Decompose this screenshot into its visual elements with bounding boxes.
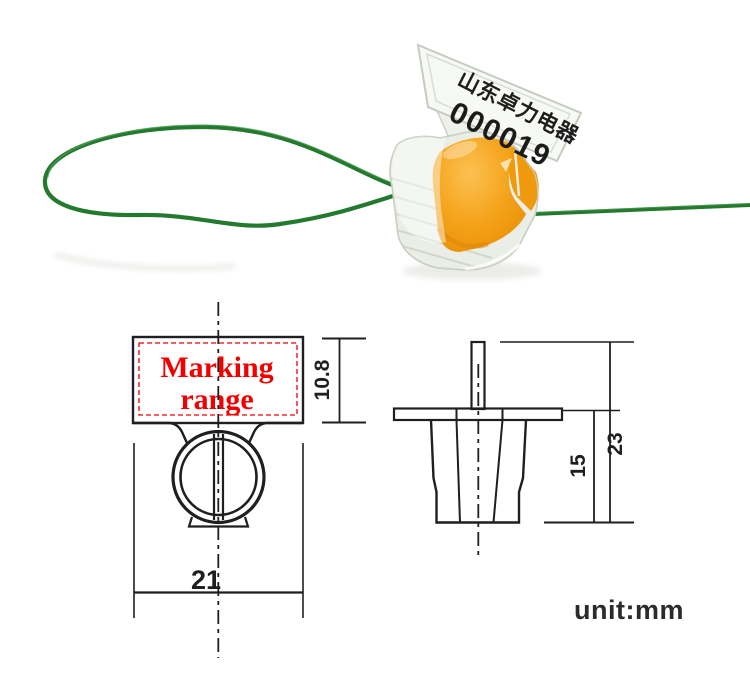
dim-15-value: 15 [567, 454, 590, 478]
front-shoulder-left [133, 421, 189, 444]
shell-left [392, 133, 446, 244]
wire-shadow [54, 252, 236, 272]
rotor-seam [513, 149, 521, 197]
dimension-diagram: Marking range 10.8 21 [131, 302, 684, 658]
wire-exit [532, 203, 750, 216]
rotor-bottom-shade [436, 226, 489, 249]
label-plate-inner-rim [426, 52, 572, 153]
wire-exit-highlight [533, 203, 750, 213]
label-plate [416, 43, 583, 163]
dim-10-8-value: 10.8 [311, 359, 334, 400]
side-view: 23 15 [392, 340, 634, 556]
front-body-outer-circle [171, 429, 266, 525]
dim-10-8: 10.8 [311, 337, 366, 424]
dim-23-value: 23 [604, 432, 627, 455]
dim-23: 23 [500, 341, 634, 523]
side-inner-cone-left [455, 408, 461, 523]
marking-range-line2: range [180, 383, 253, 416]
front-view: Marking range 10.8 21 [131, 302, 366, 658]
dim-21-value: 21 [191, 565, 221, 595]
front-body-inner-circle [179, 437, 258, 517]
side-body [429, 419, 528, 524]
shell-bottom-highlight [464, 242, 522, 271]
dim-21: 21 [133, 443, 304, 618]
side-inner-cone-right [492, 408, 504, 523]
front-shoulder-right [247, 421, 303, 444]
dim-15: 15 [563, 409, 620, 523]
marking-range-line1: Marking [160, 351, 273, 384]
rotor-highlight [442, 140, 478, 160]
unit-label: unit:mm [574, 595, 684, 625]
wire-loop [42, 124, 407, 228]
rotor-glint [500, 158, 512, 172]
product-photo: 山东卓力电器 000019 [42, 43, 750, 280]
wire-loop-highlight [47, 124, 405, 188]
